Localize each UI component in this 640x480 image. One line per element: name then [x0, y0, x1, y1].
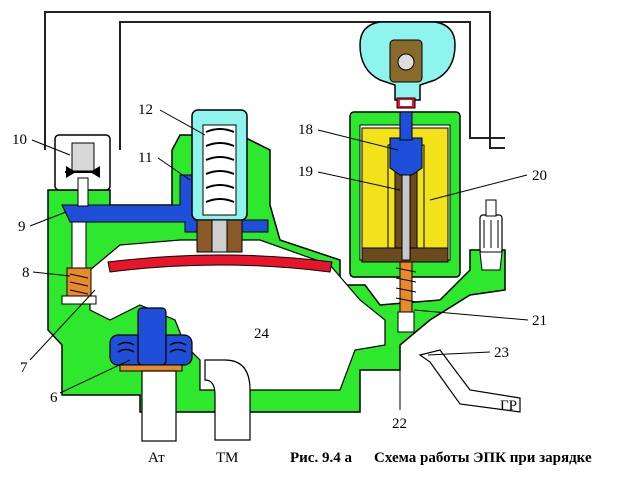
- side-valve: [479, 199, 503, 271]
- label-9: 9: [18, 219, 26, 235]
- valve-10: [54, 134, 111, 207]
- label-18: 18: [298, 122, 313, 138]
- figure-number: Рис. 9.4 а: [290, 450, 352, 466]
- valve-6: [109, 307, 193, 372]
- pipes: [141, 349, 521, 442]
- label-22: 22: [392, 416, 407, 432]
- label-gr: ГР: [500, 398, 517, 414]
- label-20: 20: [532, 168, 547, 184]
- label-11: 11: [138, 150, 152, 166]
- label-19: 19: [298, 164, 313, 180]
- label-at: Ат: [148, 450, 165, 466]
- solenoid-housing: [349, 111, 461, 333]
- label-7: 7: [20, 360, 28, 376]
- spring-valve-12: [191, 109, 248, 253]
- valve-8: [61, 221, 97, 305]
- leader-lines: [29, 109, 529, 410]
- solenoid-cap: [359, 21, 456, 109]
- figure-title: Схема работы ЭПК при зарядке: [374, 450, 592, 466]
- electrical-wires: [44, 11, 505, 150]
- label-8: 8: [22, 265, 30, 281]
- label-12: 12: [138, 102, 153, 118]
- label-10: 10: [12, 132, 27, 148]
- blue-channel: [61, 174, 269, 233]
- diaphragm: [107, 254, 333, 273]
- callout-labels: 10 12 11 18 19 20 9 8 7 6 24 21 23 22 ГР…: [12, 102, 547, 466]
- label-24: 24: [254, 326, 270, 342]
- label-tm: ТМ: [216, 450, 238, 466]
- label-6: 6: [50, 390, 58, 406]
- label-23: 23: [494, 345, 509, 361]
- label-21: 21: [532, 313, 547, 329]
